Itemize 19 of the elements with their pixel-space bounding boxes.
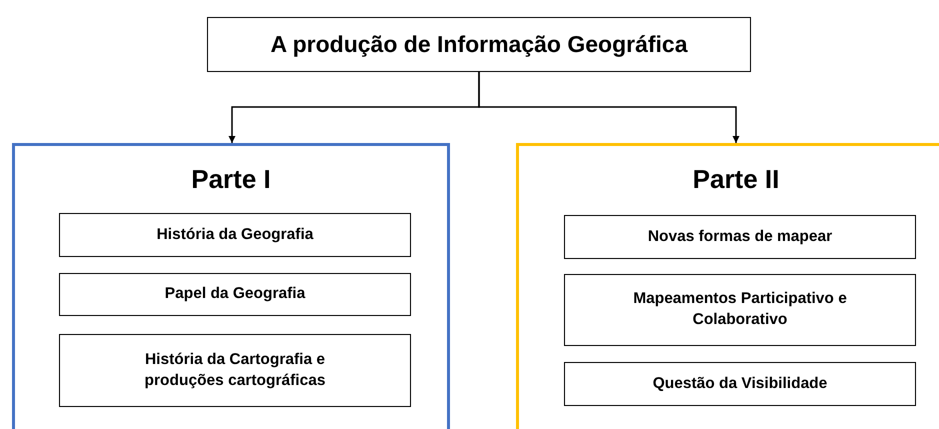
section-heading: Parte I bbox=[191, 164, 271, 195]
topic-box bbox=[59, 334, 411, 407]
title-box bbox=[207, 17, 751, 72]
section-panel bbox=[516, 143, 939, 429]
section-heading: Parte II bbox=[692, 164, 780, 195]
box-label: História da Cartografia e produções cartográficas bbox=[144, 350, 326, 390]
topic-box bbox=[564, 215, 916, 259]
box-label: Questão da Visibilidade bbox=[652, 374, 828, 394]
box-label: Mapeamentos Participativo e Colaborativo bbox=[632, 289, 848, 330]
box-label: História da Geografia bbox=[156, 224, 314, 245]
arrow bbox=[478, 72, 740, 143]
box-label: A produção de Informação Geográfica bbox=[269, 30, 689, 59]
box-label: Papel da Geografia bbox=[164, 284, 306, 304]
section-panel bbox=[12, 143, 450, 429]
topic-box bbox=[564, 362, 916, 406]
topic-box bbox=[59, 213, 411, 257]
topic-box bbox=[59, 273, 411, 316]
topic-box bbox=[564, 274, 916, 346]
box-label: Novas formas de mapear bbox=[646, 226, 834, 247]
